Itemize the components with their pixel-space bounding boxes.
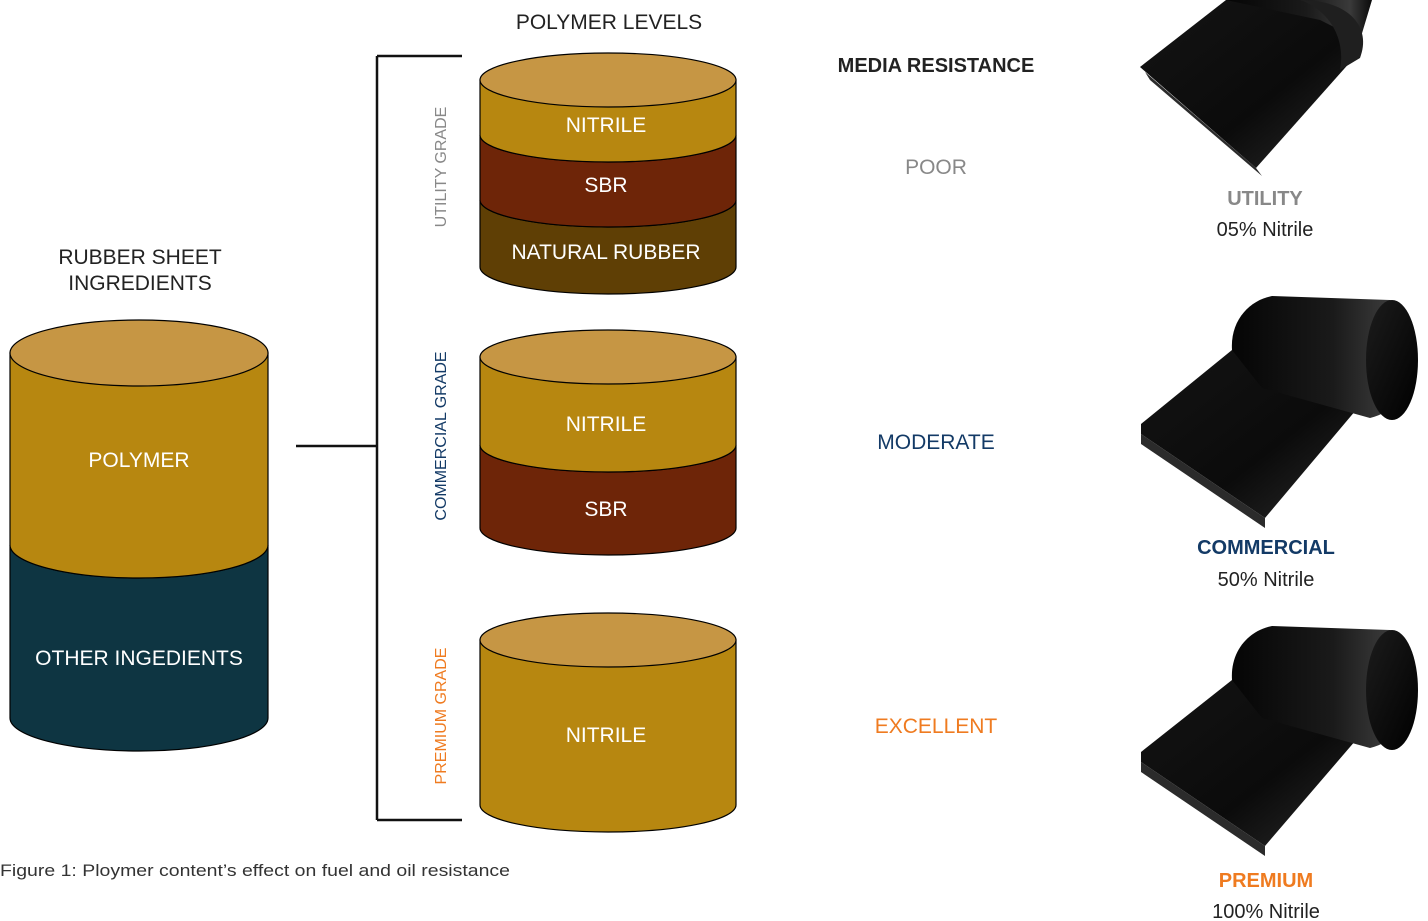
ingredients-title-line2: INGREDIENTS (68, 272, 212, 295)
ingredients-cylinder (9, 319, 269, 752)
other-ingredients-label: OTHER INGEDIENTS (35, 647, 243, 670)
grade-bracket (296, 54, 462, 822)
utility-layer-nitrile: NITRILE (566, 114, 647, 137)
polymer-label: POLYMER (88, 449, 189, 472)
commercial-cylinder-top (479, 329, 737, 385)
premium-product-name: PREMIUM (1219, 870, 1313, 892)
premium-cylinder-top (479, 612, 737, 668)
figure-caption: Figure 1: Ploymer content’s effect on fu… (0, 861, 510, 880)
utility-cylinder-top (479, 52, 737, 108)
premium-layer-nitrile: NITRILE (566, 724, 647, 747)
utility-sheet-roll-image (1140, 0, 1372, 176)
premium-sheet-roll-image (1141, 626, 1418, 856)
premium-product-nitrile: 100% Nitrile (1212, 901, 1320, 921)
polymer-levels-title: POLYMER LEVELS (516, 11, 702, 34)
commercial-product-name: COMMERCIAL (1197, 537, 1335, 559)
commercial-cylinder (479, 329, 737, 556)
utility-layer-sbr: SBR (584, 174, 627, 197)
media-resistance-commercial: MODERATE (877, 431, 994, 454)
utility-product-nitrile: 05% Nitrile (1217, 219, 1314, 241)
premium-grade-label: PREMIUM GRADE (433, 648, 450, 785)
commercial-sheet-roll-image (1141, 296, 1418, 528)
utility-layer-natural-rubber: NATURAL RUBBER (511, 241, 700, 264)
ingredients-title-line1: RUBBER SHEET (58, 246, 222, 269)
media-resistance-premium: EXCELLENT (875, 715, 998, 738)
utility-product-name: UTILITY (1227, 188, 1303, 210)
commercial-nitrile-layer (479, 356, 737, 473)
premium-cylinder (479, 612, 737, 833)
utility-grade-label: UTILITY GRADE (433, 107, 450, 228)
premium-nitrile-layer (479, 639, 737, 833)
utility-cylinder (479, 52, 737, 295)
commercial-grade-label: COMMERCIAL GRADE (433, 351, 450, 520)
ingredients-cylinder-top (9, 319, 269, 387)
commercial-product-nitrile: 50% Nitrile (1218, 569, 1315, 591)
media-resistance-title: MEDIA RESISTANCE (838, 55, 1035, 77)
commercial-layer-sbr: SBR (584, 498, 627, 521)
commercial-layer-nitrile: NITRILE (566, 413, 647, 436)
polymer-segment (9, 352, 269, 579)
media-resistance-utility: POOR (905, 156, 967, 179)
